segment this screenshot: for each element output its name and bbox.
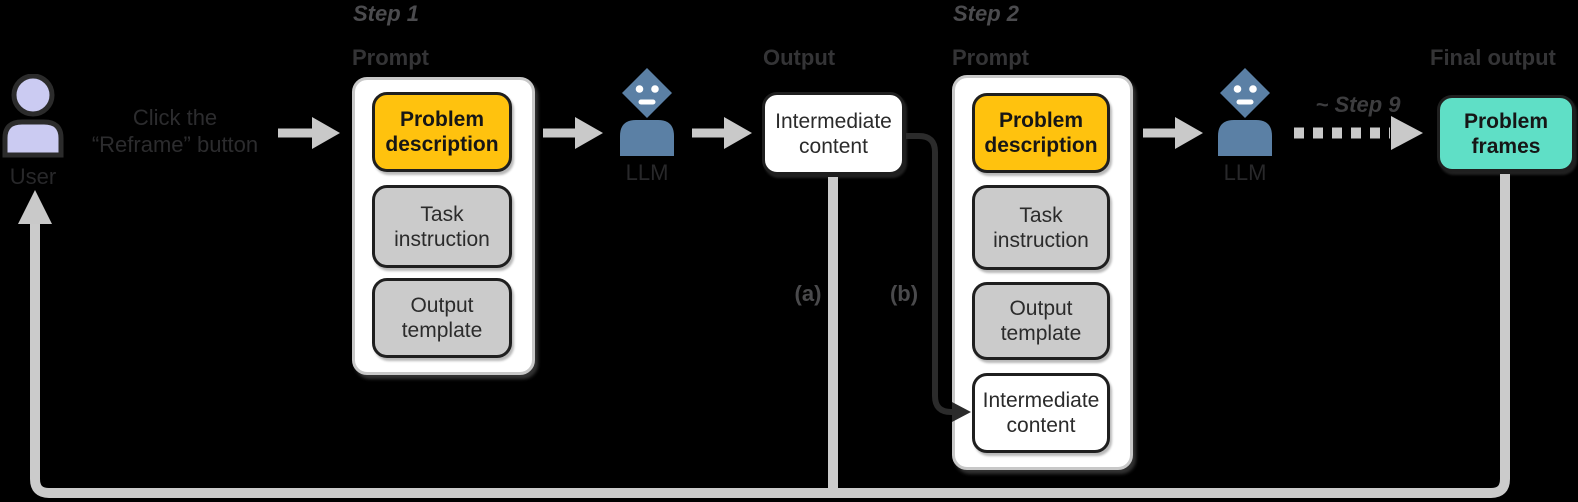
output-title: Output — [763, 45, 836, 70]
step1-label: Step 1 — [353, 1, 420, 26]
user-icon — [2, 74, 64, 158]
problem-frames-box: Problem frames — [1437, 95, 1575, 172]
llm-icon — [1218, 68, 1272, 156]
feedback-loop-arrow-icon — [18, 174, 1510, 498]
step2-prompt-title: Prompt — [952, 45, 1029, 70]
branch-b-label: (b) — [889, 281, 919, 306]
arrow-prompt2-to-llm2-icon — [1143, 117, 1203, 149]
llm1-label: LLM — [625, 160, 669, 185]
step2-problem-description-box: Problem description — [972, 93, 1110, 173]
step2-label: Step 2 — [953, 1, 1020, 26]
user-action-text: Click the “Reframe” button — [80, 104, 270, 158]
dashed-arrow-llm2-to-final-icon — [1294, 116, 1423, 150]
user-action-line1: Click the — [132, 105, 218, 130]
step1-output-template-box: Output template — [372, 278, 512, 358]
final-output-title: Final output — [1430, 45, 1556, 70]
step2-output-template-box: Output template — [972, 282, 1110, 360]
llm2-label: LLM — [1223, 160, 1267, 185]
arrow-llm1-to-output-icon — [692, 117, 752, 149]
intermediate-content-output-box: Intermediate content — [762, 92, 905, 175]
llm-icon — [620, 68, 674, 156]
step2-task-instruction-box: Task instruction — [972, 185, 1110, 270]
branch-a-label: (a) — [794, 281, 822, 306]
user-action-line2: “Reframe” button — [91, 132, 259, 157]
step2-intermediate-content-box: Intermediate content — [972, 373, 1110, 453]
arrow-prompt1-to-llm1-icon — [543, 117, 603, 149]
step1-prompt-title: Prompt — [352, 45, 429, 70]
step9-label: ~ Step 9 — [1315, 92, 1401, 117]
user-label: User — [9, 164, 57, 189]
step1-problem-description-box: Problem description — [372, 92, 512, 172]
step1-task-instruction-box: Task instruction — [372, 185, 512, 268]
arrow-user-to-prompt1-icon — [278, 117, 340, 149]
